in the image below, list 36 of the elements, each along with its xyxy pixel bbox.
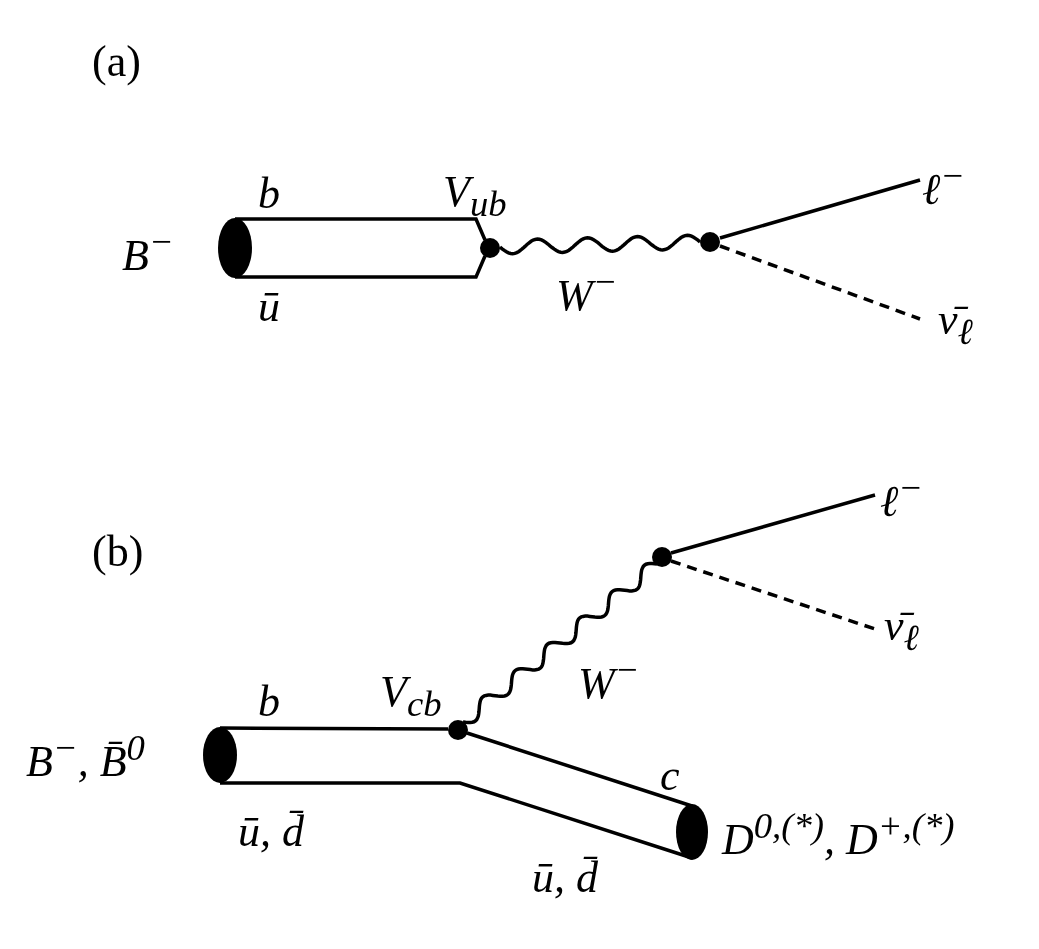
- particle-label: V$_{cb}$: [380, 668, 442, 725]
- particle-line: [719, 178, 921, 240]
- meson-blob: [203, 727, 237, 783]
- dashed-line: [719, 244, 921, 321]
- edge-label: ū: [258, 283, 280, 332]
- vertex-dot: [700, 232, 720, 252]
- particle-label: B$^{−}$: [122, 222, 174, 281]
- particle-label: ν̄$_{ℓ}$: [938, 296, 973, 353]
- vertex-dot: [448, 720, 468, 740]
- wavy-boson-line: [498, 233, 702, 256]
- particle-label: ν̄$_{ℓ}$: [884, 602, 919, 659]
- particle-line: [235, 255, 487, 279]
- panel-label: (a): [92, 38, 141, 87]
- wavy-boson-line: [462, 561, 658, 725]
- particle-label: V$_{ub}$: [443, 168, 507, 225]
- edge-label: W$^{−}$: [578, 650, 640, 709]
- dashed-line: [670, 559, 876, 631]
- particle-line: [235, 217, 487, 241]
- vertex-dot: [652, 547, 672, 567]
- meson-blob: [676, 804, 708, 860]
- particle-label: ū, d̄: [532, 854, 598, 903]
- edge-label: W$^{−}$: [556, 262, 618, 321]
- particle-line: [466, 731, 693, 808]
- particle-line: [670, 493, 876, 555]
- particle-line: [220, 726, 448, 731]
- particle-label: D$^{0,(*)}$, D$^{+,(*)}$: [722, 806, 955, 865]
- edge-label: b: [258, 170, 280, 219]
- particle-label: ℓ$^{−}$: [880, 468, 924, 527]
- edge-label: c: [660, 752, 680, 801]
- edge-label: ū, d̄: [238, 808, 304, 857]
- edge-label: b: [258, 678, 280, 727]
- particle-label: ℓ$^{−}$: [922, 156, 966, 215]
- particle-label: B$^{−}$, B̄$^{0}$: [26, 728, 145, 787]
- meson-blob: [218, 218, 252, 278]
- panel-label: (b): [92, 528, 144, 577]
- vertex-dot: [480, 238, 500, 258]
